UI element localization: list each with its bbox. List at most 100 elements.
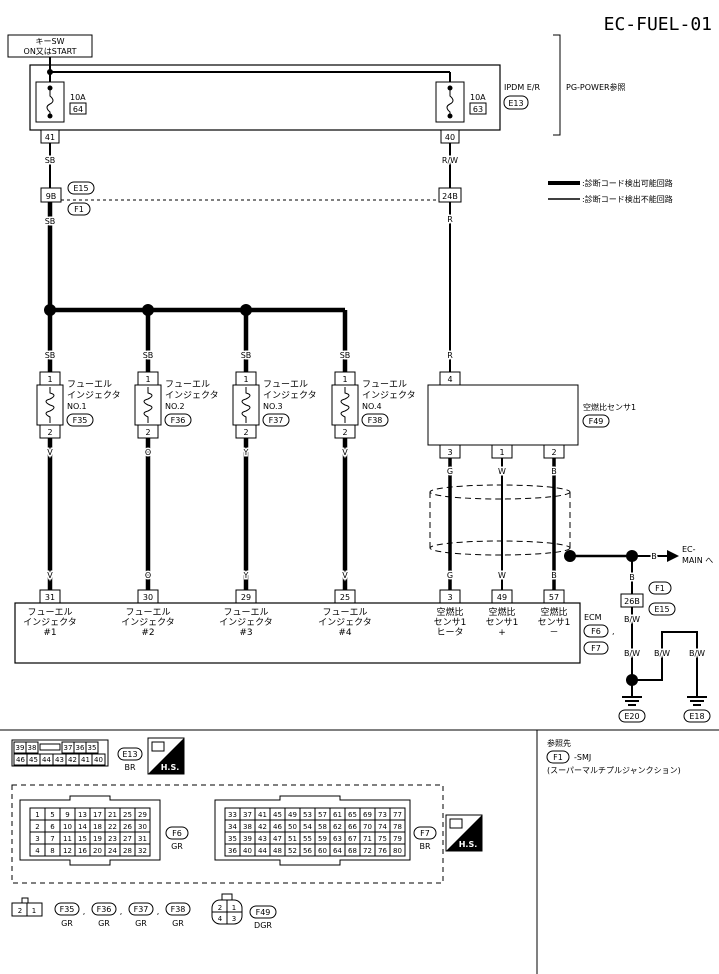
connector-pin: 25 xyxy=(123,811,132,819)
e13-pin: 35 xyxy=(88,744,97,752)
fuse-63-num-box xyxy=(469,102,487,115)
f49-view-pin: 2 xyxy=(218,904,222,912)
connector-pin: 76 xyxy=(378,847,387,855)
connector-pin: 48 xyxy=(273,847,282,855)
e13-badge xyxy=(117,747,143,761)
fuse-63-num: 63 xyxy=(473,105,483,114)
ecm-terminal-label: 空燃比 xyxy=(540,606,567,618)
hs-icon-label: H.S. xyxy=(161,763,180,772)
connector-pin: 75 xyxy=(378,835,387,843)
f49-view-pin: 3 xyxy=(232,915,236,923)
injector-conn-badge xyxy=(262,413,290,427)
ecm-terminal-label: インジェクタ xyxy=(318,617,372,628)
gnd-e18: E18 xyxy=(689,712,704,721)
injector-conn: F36 xyxy=(171,416,186,425)
ecm-label: ECM xyxy=(584,613,602,622)
connector-f49-view xyxy=(211,893,243,925)
injector-number: NO.2 xyxy=(165,402,185,411)
connector-pin: 12 xyxy=(63,847,72,855)
ec-main-ref: EC- xyxy=(682,545,696,554)
connector-pin: 1 xyxy=(35,811,39,819)
coil-icon xyxy=(241,387,251,423)
wire-label-sb: SB xyxy=(340,351,351,360)
connector-pin: 44 xyxy=(258,847,267,855)
fuse-64-num: 64 xyxy=(73,105,83,114)
af-conn-badge xyxy=(582,414,610,428)
reference-conn: F1 xyxy=(553,753,563,762)
connector-pin: 34 xyxy=(228,823,237,831)
ecm-terminal-label: － xyxy=(549,628,558,638)
wire-label-r: R xyxy=(447,215,453,224)
connector-cell xyxy=(389,843,406,857)
splice-sb-2 xyxy=(142,304,154,316)
junction-conn-e15-badge xyxy=(67,181,95,195)
injector-name-2: インジェクタ xyxy=(67,390,121,401)
hs-icon: H.S. xyxy=(445,814,483,852)
coil-icon xyxy=(143,387,153,423)
ecm-pin-label: 49 xyxy=(497,593,507,602)
e13-pin: 46 xyxy=(16,756,25,764)
injector-conn-badge xyxy=(66,413,94,427)
ecm-terminal-label: センサ1 xyxy=(486,617,519,628)
e13-cell xyxy=(25,741,39,754)
wire-label: O xyxy=(145,571,151,580)
connector-injector-view xyxy=(11,897,43,917)
f49-conn: F49 xyxy=(256,908,271,917)
connector-pin: 65 xyxy=(348,811,357,819)
connector-pin: 19 xyxy=(93,835,102,843)
connector-pin: 64 xyxy=(333,847,342,855)
ecm-box xyxy=(14,602,581,664)
reference-desc: (スーパーマルチプルジャンクション) xyxy=(547,766,681,775)
hs-icon: H.S. xyxy=(147,737,185,775)
injector-pin-label: 1 xyxy=(243,375,248,384)
reference-title: 参照先 xyxy=(547,738,571,748)
f49-view-pin: 4 xyxy=(218,915,223,923)
injector-conn-badge xyxy=(361,413,389,427)
key-switch-label-2: ON又はSTART xyxy=(24,47,77,56)
inj-conn-sep: , xyxy=(120,907,123,916)
connector-pin: 2 xyxy=(35,823,39,831)
e13-cell xyxy=(85,741,99,754)
af-sensor-box xyxy=(427,384,579,446)
inj-view-pin: 2 xyxy=(18,907,22,915)
injector-conn: F37 xyxy=(269,416,284,425)
connector-pin: 62 xyxy=(333,823,342,831)
gnd-e18-badge xyxy=(683,709,711,723)
ecm-terminal-label: 空燃比 xyxy=(436,606,463,618)
injector-name: フューエル xyxy=(165,380,210,390)
inj-conn-badge xyxy=(91,902,117,916)
ecm-pin-label: 31 xyxy=(45,593,55,602)
ecm-conn-f6-badge xyxy=(583,624,609,638)
connector-pin: 40 xyxy=(243,847,252,855)
ecm-terminal-label: ヒータ xyxy=(436,627,463,638)
e13-pin: 40 xyxy=(94,756,103,764)
ipdm-label: IPDM E/R xyxy=(504,83,541,92)
junction-conn-f1: F1 xyxy=(74,205,84,214)
connector-pin: 17 xyxy=(93,811,102,819)
ground-icon xyxy=(622,696,642,706)
ecm-pin-label: 30 xyxy=(143,593,153,602)
ecm-pin-label: 25 xyxy=(340,593,350,602)
splice-sb-3 xyxy=(240,304,252,316)
connector-pin: 50 xyxy=(288,823,297,831)
connector-pin: 26 xyxy=(123,823,132,831)
inj-conn: F36 xyxy=(97,905,112,914)
connector-pin: 9 xyxy=(65,811,69,819)
power-ref: PG-POWER参照 xyxy=(566,82,626,92)
f49-color: DGR xyxy=(254,921,272,930)
wire-label-r: R xyxy=(447,351,453,360)
wire-label: V xyxy=(47,448,53,457)
wire-label-bw: B/W xyxy=(624,615,640,624)
injector-name-2: インジェクタ xyxy=(263,390,317,401)
fuse-dot xyxy=(47,85,53,91)
injector-conn: F38 xyxy=(368,416,383,425)
connector-pin: 57 xyxy=(318,811,327,819)
connector-pin: 23 xyxy=(108,835,117,843)
wire-label: O xyxy=(145,448,151,457)
ipdm-conn: E13 xyxy=(508,99,523,108)
af-conn: F49 xyxy=(589,417,604,426)
ecm-terminal-label: フューエル xyxy=(223,608,268,618)
